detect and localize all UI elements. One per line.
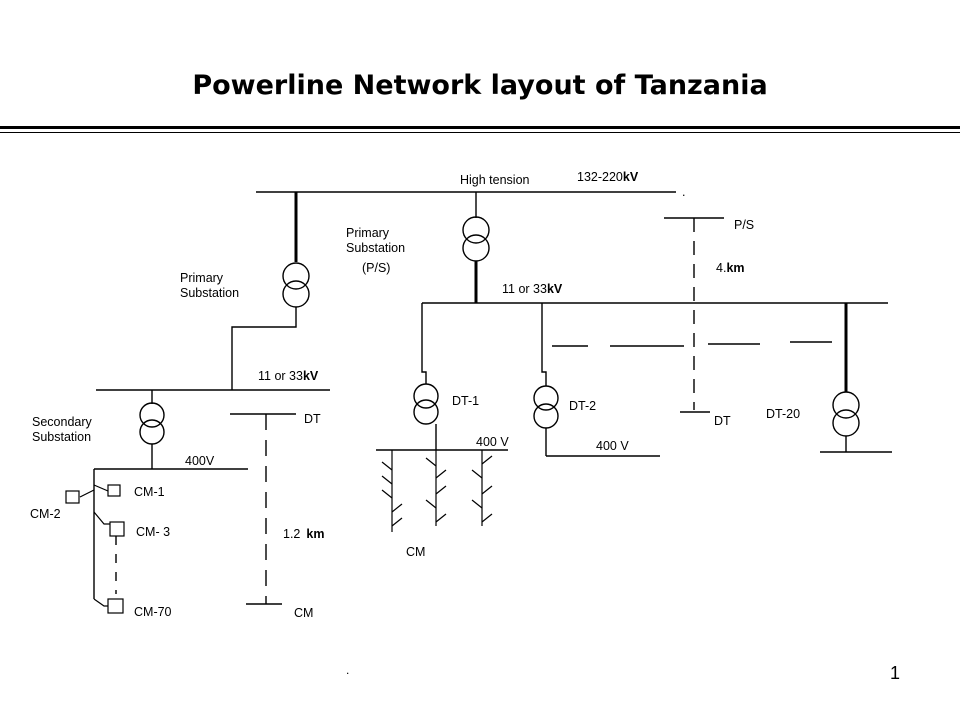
dt1-transformer-icon — [413, 383, 439, 425]
center-primary-substation-label-1: Primary — [346, 226, 390, 240]
title-divider-thin — [0, 132, 960, 133]
cm3-label: CM- 3 — [136, 525, 170, 539]
secondary-substation-label-1: Secondary — [32, 415, 93, 429]
center-primary-transformer-icon — [462, 216, 490, 262]
left-dt-label: DT — [304, 412, 321, 426]
left-mv-voltage-label: 11 or 33kV — [258, 369, 319, 383]
secondary-400v-label: 400V — [185, 454, 215, 468]
cm70-branch — [93, 598, 108, 607]
dt1-customer-tree — [381, 450, 493, 532]
center-mv-voltage-label: 11 or 33kV — [502, 282, 563, 296]
dt2-400v-label: 400 V — [596, 439, 629, 453]
cm70-meter-icon — [107, 598, 124, 614]
bus-end-dot: . — [682, 185, 685, 199]
intermediate-dt-dashes — [552, 341, 832, 347]
cm2-label: CM-2 — [30, 507, 61, 521]
dt1-feeder — [421, 303, 427, 384]
cm3-branch — [93, 511, 110, 525]
dt2-feeder — [541, 303, 547, 386]
cm2-meter-icon — [65, 490, 80, 504]
footer-dot: . — [346, 663, 350, 677]
cm3-meter-icon — [109, 521, 125, 537]
cm1-branch — [93, 484, 109, 492]
secondary-transformer-icon — [139, 402, 165, 445]
slide-title: Powerline Network layout of Tanzania — [192, 70, 768, 101]
cm2-branch — [79, 489, 95, 498]
left-mv-feeder — [231, 307, 297, 390]
title-divider-thick — [0, 126, 960, 129]
left-primary-transformer-icon — [282, 262, 310, 308]
cm70-label: CM-70 — [134, 605, 172, 619]
ps-distance-label: 4.km — [716, 261, 745, 275]
center-primary-substation-label-2: Substation — [346, 241, 405, 255]
dt20-label: DT-20 — [766, 407, 800, 421]
dt2-transformer-icon — [533, 385, 559, 429]
cm1-label: CM-1 — [134, 485, 165, 499]
right-dt-label: DT — [714, 414, 731, 428]
dt1-label: DT-1 — [452, 394, 479, 408]
high-tension-label: High tension — [460, 173, 530, 187]
center-primary-substation-label-3: (P/S) — [362, 261, 390, 275]
dt1-cm-label: CM — [406, 545, 425, 559]
left-primary-substation-label-1: Primary — [180, 271, 224, 285]
secondary-substation-label-2: Substation — [32, 430, 91, 444]
dt1-400v-label: 400 V — [476, 435, 509, 449]
high-tension-voltage-label: 132-220kV — [577, 170, 639, 184]
dt2-label: DT-2 — [569, 399, 596, 413]
cm1-meter-icon — [107, 484, 121, 497]
ps-label: P/S — [734, 218, 754, 232]
left-cm-label: CM — [294, 606, 313, 620]
left-primary-substation-label-2: Substation — [180, 286, 239, 300]
page-number: 1 — [890, 663, 901, 683]
dt20-transformer-icon — [832, 391, 860, 437]
